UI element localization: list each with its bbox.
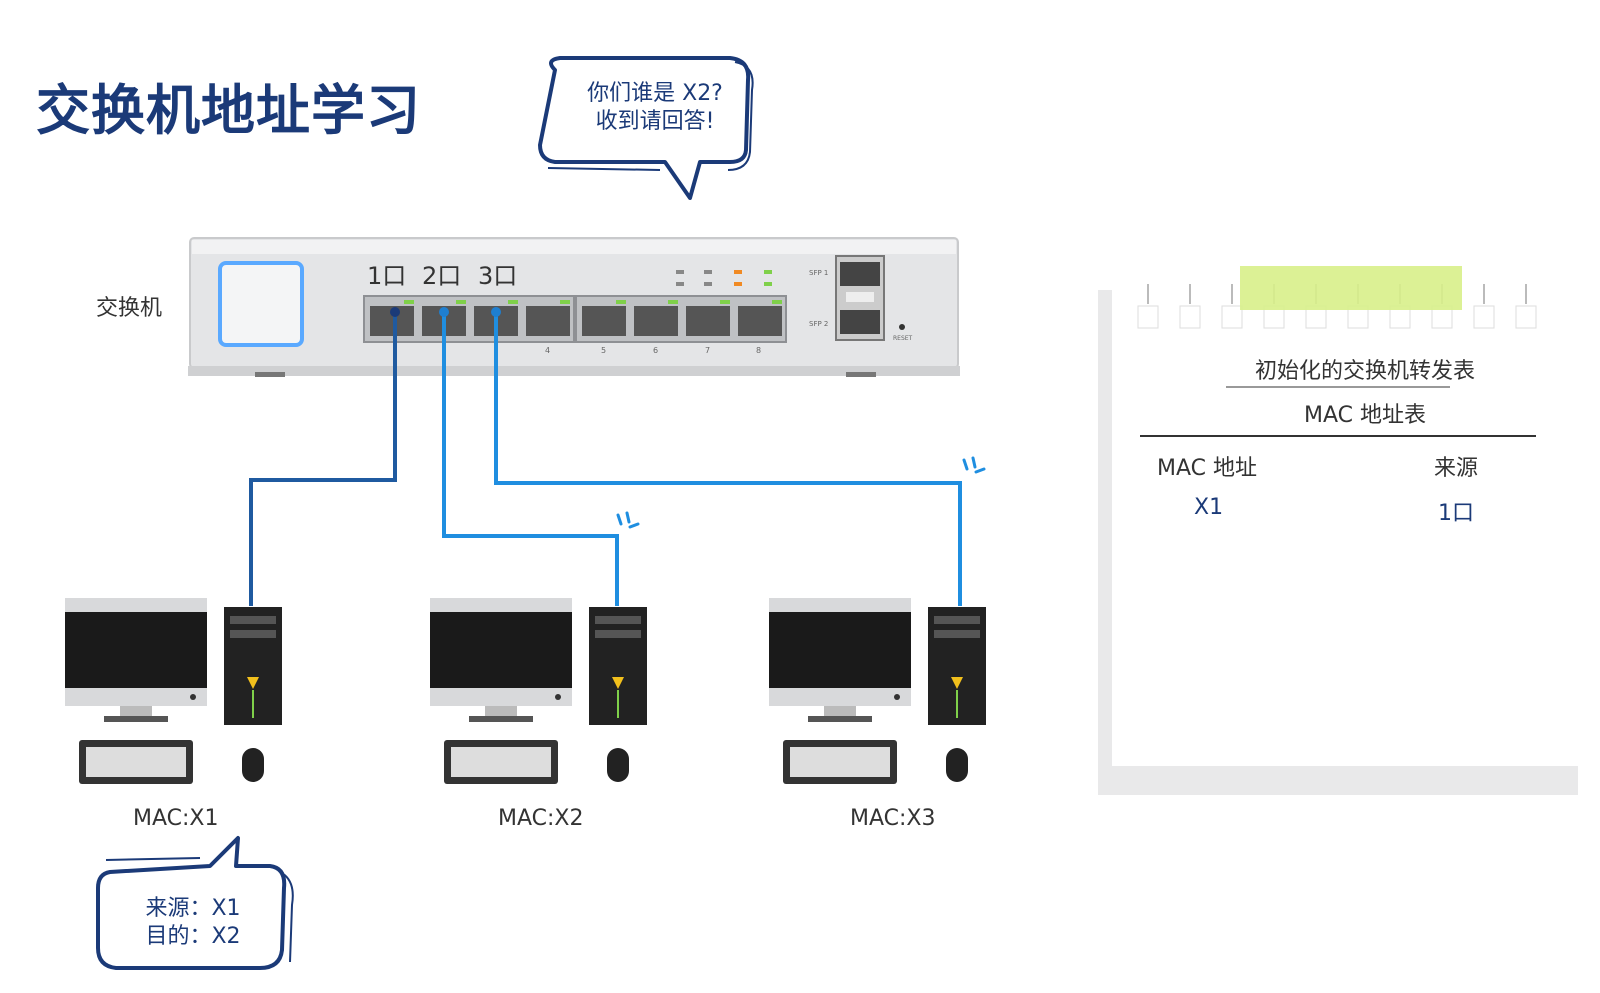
computer-3-icon	[769, 598, 986, 784]
computer-2-icon	[430, 598, 647, 784]
sfp1-label: SFP 1	[809, 269, 829, 277]
cable-port2	[442, 312, 619, 606]
panel-number: 7	[705, 346, 711, 355]
logo-button-icon	[218, 261, 304, 347]
cable-port1	[249, 312, 397, 606]
bubble-top-line1: 你们谁是 X2?	[587, 81, 723, 106]
page-title: 交换机地址学习	[36, 79, 421, 142]
notepad	[1098, 266, 1600, 795]
network-switch	[188, 237, 960, 377]
computer-1-icon	[65, 598, 282, 784]
panel-number: 6	[653, 346, 659, 355]
port-label-3: 3口	[478, 262, 518, 290]
panel-number: 5	[601, 346, 607, 355]
port-label-2: 2口	[422, 262, 462, 290]
sfp2-label: SFP 2	[809, 320, 829, 328]
switch-label: 交换机	[96, 296, 163, 321]
table-cell-source: 1口	[1438, 501, 1474, 526]
table-cell-mac: X1	[1194, 495, 1224, 520]
bubble-top-text: 你们谁是 X2? 收到请回答!	[570, 80, 740, 135]
reset-label: RESET	[893, 335, 913, 342]
table-header-mac: MAC 地址	[1157, 456, 1257, 481]
panel-number: 8	[756, 346, 762, 355]
bubble-top-line2: 收到请回答!	[595, 108, 715, 134]
port-label-1: 1口	[367, 262, 407, 290]
cables	[249, 312, 962, 606]
table-title: 初始化的交换机转发表	[1254, 359, 1475, 384]
bubble-bottom-line1: 来源：X1	[145, 896, 241, 921]
speech-bubble-bottom	[96, 836, 294, 970]
bubble-bottom-text: 来源：X1 目的：X2	[118, 895, 268, 950]
table-header-source: 来源	[1434, 456, 1479, 481]
mac-label-x1: MAC:X1	[133, 806, 219, 831]
bubble-bottom-line2: 目的：X2	[145, 923, 241, 949]
mac-label-x3: MAC:X3	[850, 806, 936, 831]
mac-label-x2: MAC:X2	[498, 806, 584, 831]
signal-icon	[616, 456, 986, 529]
speech-bubble-top	[538, 56, 754, 200]
tape	[1240, 266, 1462, 310]
cable-port3	[494, 312, 962, 606]
panel-number: 4	[545, 346, 551, 355]
table-subtitle: MAC 地址表	[1304, 403, 1426, 428]
